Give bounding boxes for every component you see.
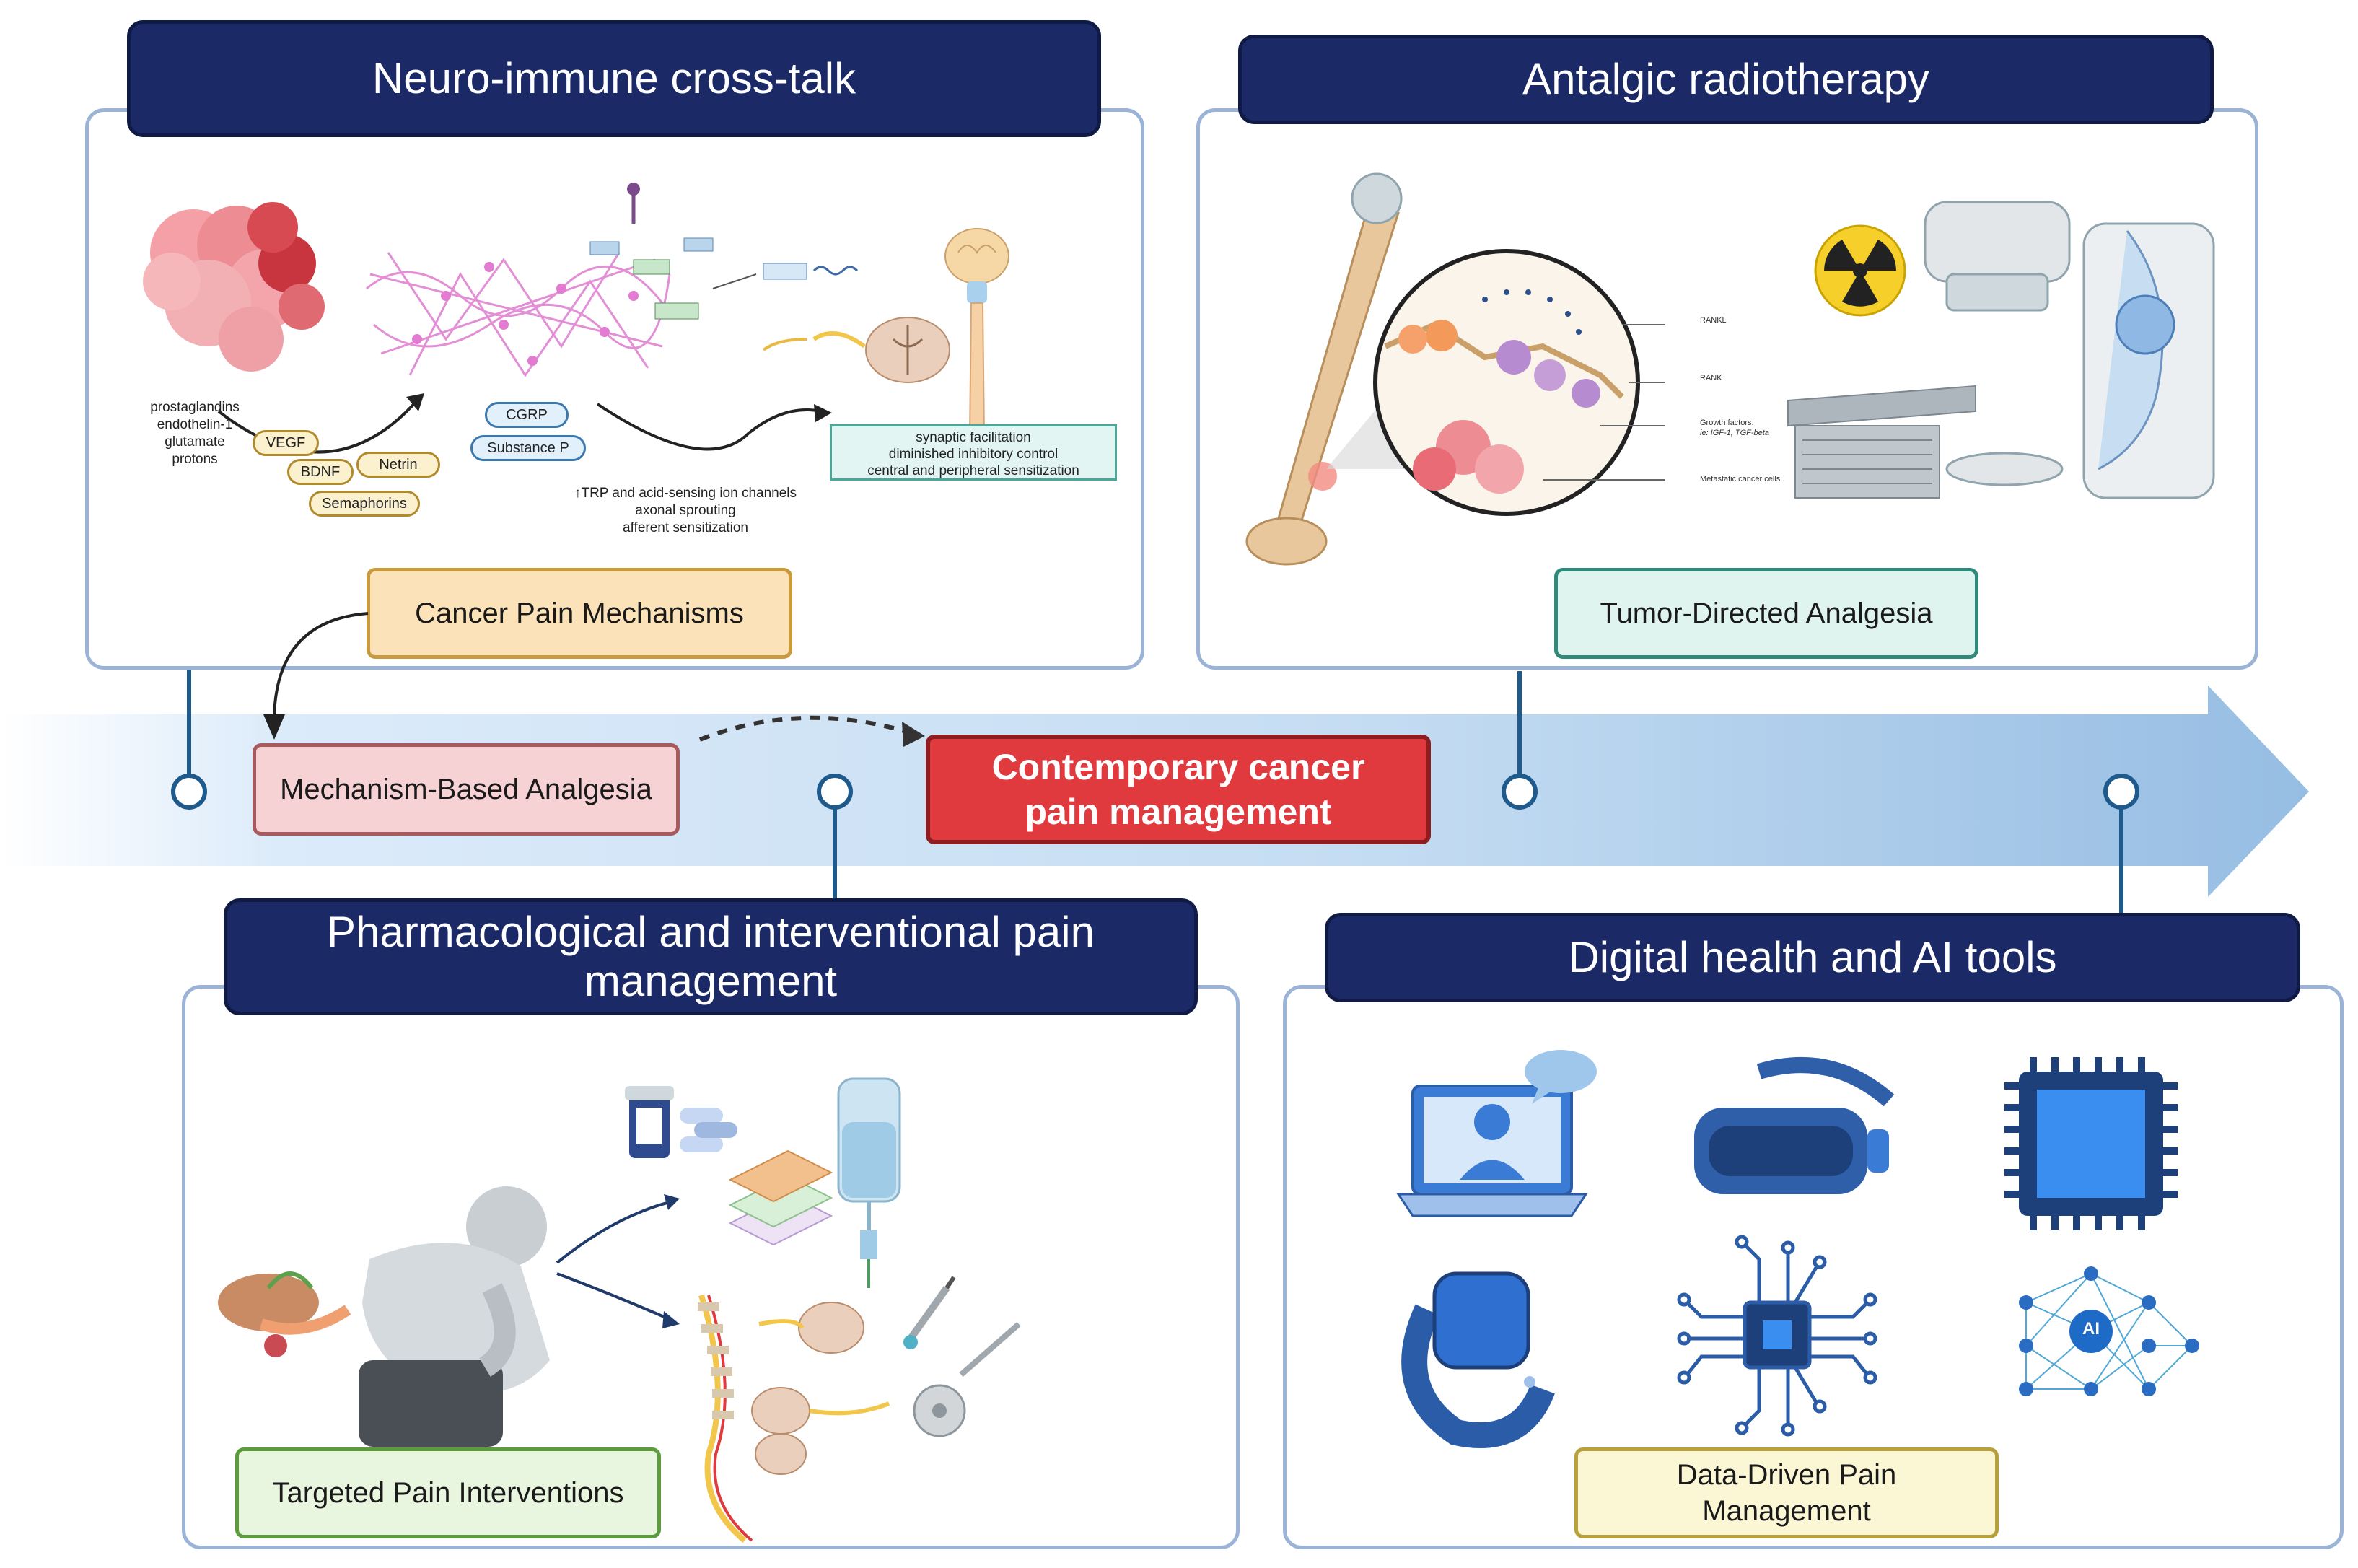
note-synaptic-facilitation: synaptic facilitation: [916, 430, 1031, 445]
nerve-block-icon: [751, 1302, 890, 1475]
signaling-pathway-icon: [590, 183, 859, 320]
sensitization-box: synaptic facilitation diminished inhibit…: [830, 424, 1117, 481]
mediator-glutamate: glutamate: [165, 434, 225, 450]
mediator-protons: protons: [172, 452, 218, 467]
pill-semaphorins: Semaphorins: [309, 491, 420, 517]
header-digital-health: Digital health and AI tools: [1325, 913, 2300, 1002]
wearable-band-icon: [1401, 1271, 1555, 1448]
pharma-illustrations: [218, 1077, 1021, 1543]
mediator-endothelin: endothelin-1: [157, 417, 233, 432]
processor-chip-icon: [2004, 1057, 2178, 1230]
patient-abdominal-pain-icon: [218, 1186, 550, 1447]
pill-bdnf: BDNF: [287, 459, 354, 485]
label-cancer-pain-mechanisms: Cancer Pain Mechanisms: [367, 568, 792, 659]
telemedicine-laptop-icon: [1396, 1050, 1597, 1217]
header-radiotherapy: Antalgic radiotherapy: [1238, 35, 2214, 124]
mediator-list: prostaglandins endothelin-1 glutamate pr…: [126, 399, 263, 468]
pill-substance-p: Substance P: [470, 435, 586, 461]
label-tumor-directed-analgesia: Tumor-Directed Analgesia: [1554, 568, 1978, 659]
channel-notes: ↑TRP and acid-sensing ion channels axona…: [556, 485, 815, 537]
pill-cgrp: CGRP: [485, 402, 569, 428]
dashed-arrow-to-center: [698, 715, 925, 747]
center-label-contemporary-management: Contemporary cancer pain management: [926, 735, 1431, 844]
label-data-driven-pain-management: Data-Driven Pain Management: [1574, 1447, 1999, 1538]
neural-network-ai-text: AI: [2082, 1319, 2100, 1339]
note-afferent-sensitization: afferent sensitization: [623, 520, 748, 535]
callout-growth-factors: Growth factors:: [1700, 419, 1754, 427]
iv-bag-icon: [837, 1077, 901, 1288]
header-neuro-immune: Neuro-immune cross-talk: [127, 20, 1101, 137]
nerve-network-icon: [366, 252, 671, 377]
pill-netrin: Netrin: [356, 452, 440, 478]
spinal-cord-brain-icon: [762, 228, 1009, 444]
note-trp-channels: ↑TRP and acid-sensing ion channels: [574, 486, 797, 501]
callout-rank: RANK: [1700, 374, 1722, 382]
mediator-prostaglandins: prostaglandins: [150, 400, 240, 415]
spine-icon: [698, 1294, 753, 1543]
arrow-mechanisms-to-analgesia: [263, 612, 369, 740]
note-axonal-sprouting: axonal sprouting: [635, 503, 736, 518]
callout-rankl: RANKL: [1700, 316, 1727, 325]
circuit-brain-icon: [1677, 1235, 1877, 1437]
digital-illustrations: [1396, 1050, 2199, 1448]
medication-pills-icon: [625, 1086, 737, 1158]
tumor-cluster-icon: [143, 202, 325, 372]
neural-network-icon: [2019, 1266, 2199, 1396]
note-central-peripheral: central and peripheral sensitization: [867, 463, 1079, 478]
neuro-illustrations: [143, 183, 1009, 454]
injection-syringe-icon: [903, 1276, 1021, 1437]
label-mechanism-based-analgesia: Mechanism-Based Analgesia: [253, 743, 680, 836]
label-targeted-pain-interventions: Targeted Pain Interventions: [235, 1447, 661, 1538]
radiation-symbol-icon: [1814, 224, 1906, 317]
bone-metastasis-zoom-icon: [1373, 249, 1665, 516]
vr-headset-icon: [1694, 1057, 1895, 1194]
note-diminished-inhibition: diminished inhibitory control: [888, 447, 1059, 462]
linear-accelerator-icon: [1787, 201, 2215, 499]
pill-vegf: VEGF: [253, 430, 319, 456]
radio-illustrations: [1245, 172, 2215, 566]
header-pharmacological: Pharmacological and interventional pain …: [224, 898, 1198, 1015]
callout-growth-factor-examples: ie: IGF-1, TGF-beta: [1700, 429, 1769, 437]
femur-icon: [1245, 172, 1403, 566]
callout-metastatic-cells: Metastatic cancer cells: [1700, 475, 1781, 483]
transdermal-patch-icon: [728, 1149, 833, 1246]
